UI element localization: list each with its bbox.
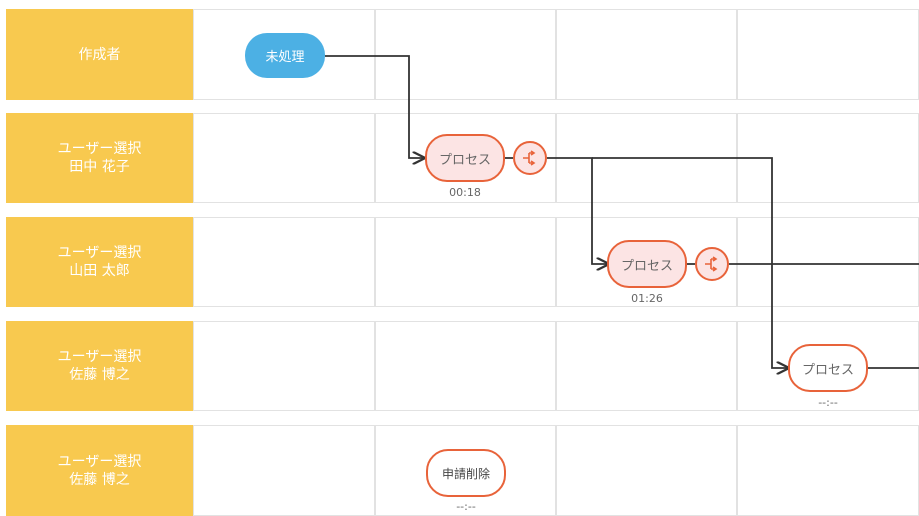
- process-node-tanaka[interactable]: プロセス: [425, 134, 505, 182]
- lane-cell[interactable]: [556, 113, 737, 203]
- lane-user: 佐藤 博之: [69, 367, 130, 383]
- lane-header: ユーザー選択 田中 花子: [6, 113, 193, 203]
- branch-split-icon: [705, 256, 718, 272]
- swimlane-sato-2: ユーザー選択 佐藤 博之: [6, 425, 919, 516]
- elapsed-time: --:--: [818, 396, 838, 409]
- branch-node-2[interactable]: [695, 247, 729, 281]
- process-node-label: プロセス: [620, 258, 673, 274]
- lane-cell[interactable]: [556, 9, 737, 100]
- process-node-sato[interactable]: プロセス: [788, 344, 868, 392]
- swimlane-yamada: ユーザー選択 山田 太郎: [6, 217, 919, 307]
- elapsed-time: 00:18: [449, 186, 481, 199]
- lane-header: ユーザー選択 佐藤 博之: [6, 425, 193, 516]
- branch-node-1[interactable]: [513, 141, 547, 175]
- lane-cell[interactable]: [375, 425, 556, 516]
- process-node-label: プロセス: [438, 152, 491, 168]
- delete-request-node[interactable]: 申請削除: [426, 449, 506, 497]
- delete-node-label: 申請削除: [441, 466, 490, 481]
- lane-cell[interactable]: [375, 217, 556, 307]
- lane-cell[interactable]: [375, 9, 556, 100]
- lane-cell[interactable]: [193, 113, 375, 203]
- lane-cell[interactable]: [737, 425, 919, 516]
- lane-header: ユーザー選択 佐藤 博之: [6, 321, 193, 411]
- start-node-label: 未処理: [265, 50, 305, 65]
- start-node[interactable]: 未処理: [245, 33, 325, 78]
- swimlane-creator: 作成者: [6, 9, 919, 100]
- lane-cell[interactable]: [556, 425, 737, 516]
- lane-role: ユーザー選択: [57, 245, 142, 261]
- lane-cell[interactable]: [193, 425, 375, 516]
- lane-user: 山田 太郎: [69, 263, 130, 279]
- lane-header: 作成者: [6, 9, 193, 100]
- branch-split-icon: [523, 150, 536, 166]
- lane-header: ユーザー選択 山田 太郎: [6, 217, 193, 307]
- lane-role: ユーザー選択: [57, 349, 142, 365]
- lane-cell[interactable]: [375, 321, 556, 411]
- lane-cell[interactable]: [737, 113, 919, 203]
- lane-cell[interactable]: [737, 217, 919, 307]
- lane-cell[interactable]: [193, 217, 375, 307]
- swimlane-sato-1: ユーザー選択 佐藤 博之: [6, 321, 919, 411]
- process-node-label: プロセス: [801, 362, 854, 378]
- lane-role: ユーザー選択: [57, 453, 142, 470]
- lane-cell[interactable]: [556, 321, 737, 411]
- elapsed-time: 01:26: [631, 292, 663, 305]
- process-node-yamada[interactable]: プロセス: [607, 240, 687, 288]
- lane-cell[interactable]: [193, 321, 375, 411]
- elapsed-time: --:--: [456, 500, 476, 513]
- lane-user: 佐藤 博之: [69, 471, 130, 488]
- lane-role: ユーザー選択: [57, 141, 142, 157]
- lane-cell[interactable]: [737, 9, 919, 100]
- lane-user: 田中 花子: [69, 159, 130, 175]
- lane-role: 作成者: [78, 46, 121, 63]
